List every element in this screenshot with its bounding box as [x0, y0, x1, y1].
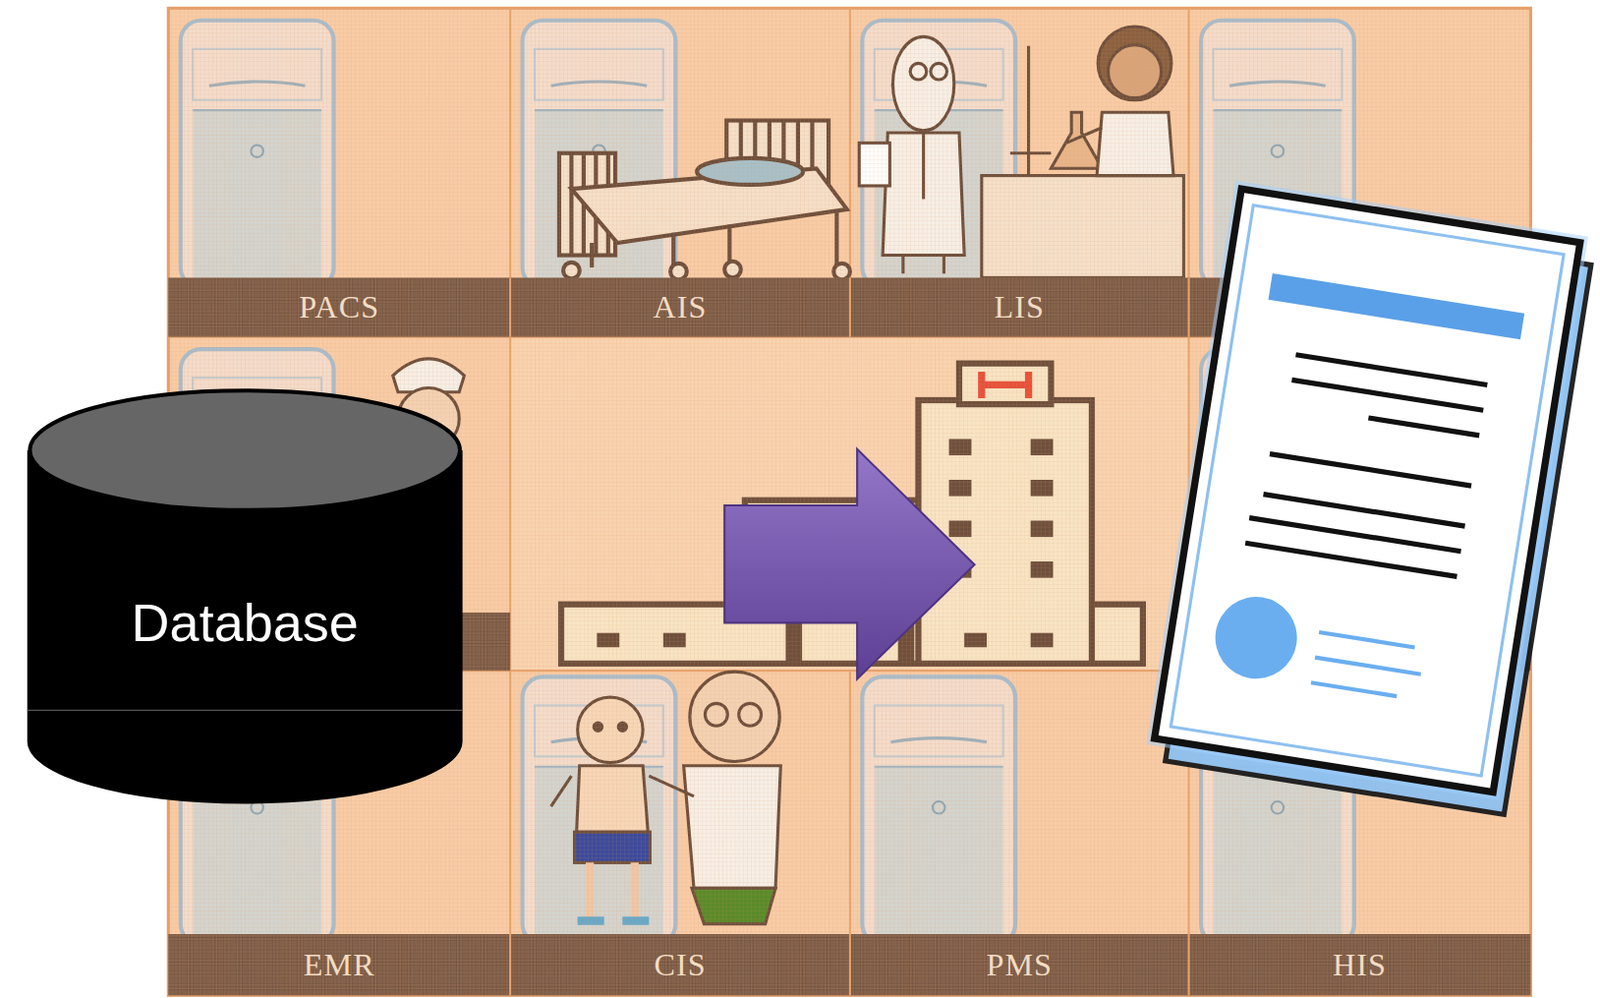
system-cell: PMS: [850, 670, 1190, 995]
system-label: CIS: [510, 933, 851, 995]
system-cell: LIS: [850, 7, 1190, 337]
system-cell: PACS: [168, 7, 511, 337]
database-label: Database: [15, 586, 475, 659]
system-cell: EMR: [168, 670, 511, 995]
document-icon-part: [1268, 273, 1526, 340]
document-icon-part: [1165, 211, 1592, 814]
document-icon-part: [1311, 631, 1426, 699]
document-icon-part: [1154, 188, 1581, 792]
system-label: PMS: [850, 933, 1190, 995]
document-icon-part: [1245, 350, 1487, 576]
document-icon-part: [1170, 205, 1564, 776]
block-arrow: [724, 449, 974, 680]
cylinder-rule: [27, 709, 463, 711]
system-label: EMR: [168, 933, 511, 995]
document-icon-part: [1154, 188, 1581, 792]
block-arrow-part: [724, 449, 974, 680]
system-cell: AIS: [510, 7, 851, 337]
system-label: HIS: [1189, 933, 1532, 995]
system-label: LIS: [850, 277, 1190, 337]
system-label: AIS: [510, 277, 851, 337]
document-icon-part: [1209, 590, 1304, 685]
system-cell: CIS: [510, 670, 851, 995]
system-label: PACS: [168, 277, 511, 337]
database-cylinder: Database: [15, 388, 475, 807]
document-icon: [1150, 188, 1595, 814]
cylinder-top: [29, 390, 460, 511]
system-cell: HIS: [1189, 670, 1532, 995]
